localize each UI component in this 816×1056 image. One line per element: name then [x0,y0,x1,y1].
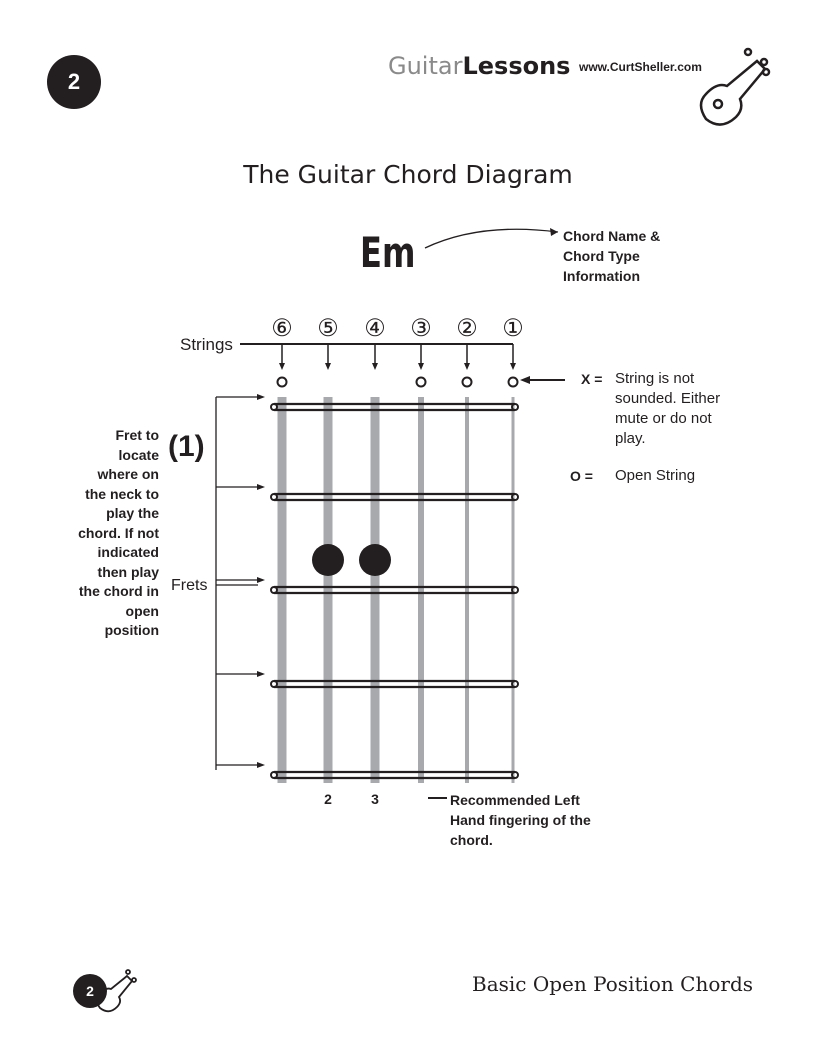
string-number: ③ [410,314,432,342]
arrowhead [257,484,265,490]
fret-end [511,771,519,779]
fret-end [511,403,519,411]
footer-book-title: Basic Open Position Chords [472,972,754,996]
fret-end [270,586,278,594]
x-description: String is not sounded. Either mute or do… [615,370,721,447]
string-6 [277,397,287,783]
brand-part2: Lessons [462,52,571,80]
fingering-note: Recommended Left Hand fingering of the c… [450,792,591,848]
string-number: ⑥ [271,314,293,342]
fret-end [270,403,278,411]
fret-end [511,493,519,501]
string-2 [465,397,469,783]
arrowhead [257,762,265,768]
arrowhead [257,671,265,677]
arrowhead [257,394,265,400]
string-number: ④ [364,314,386,342]
finger-dot [359,544,391,576]
open-string-icon [276,376,288,388]
chord-name-note: Chord Name & Chord Type Information [563,228,661,284]
string-5 [323,397,333,783]
o-symbol: O = [570,468,593,484]
arrowhead [257,577,265,583]
website-url: www.CurtSheller.com [579,60,702,74]
string-number: ⑤ [317,314,339,342]
fret-end [270,493,278,501]
open-string-icon [507,376,519,388]
string-3 [418,397,424,783]
o-description: Open String [615,467,696,484]
finger-dot [312,544,344,576]
fret-note: Fret to locate where on the neck to play… [78,427,159,638]
arrowhead [325,363,331,370]
fret-end [511,586,519,594]
x-symbol: X = [581,371,603,387]
arrowhead [372,363,378,370]
frets-label: Frets [171,577,208,594]
string-number: ① [502,314,524,342]
arrowhead [418,363,424,370]
finger-number: 2 [324,791,332,807]
chord-name: Em [360,228,416,277]
page-title: The Guitar Chord Diagram [243,160,573,189]
fret-end [270,680,278,688]
chord-name-arrow [424,228,559,249]
open-string-icon [461,376,473,388]
brand-part1: Guitar [388,52,463,80]
fret-number: (1) [168,430,205,463]
footer-guitar-icon [96,969,137,1013]
fret-end [511,680,519,688]
string-4 [370,397,380,783]
page-number-badge: 2 [47,55,101,109]
arrowhead [464,363,470,370]
strings-label: Strings [180,335,233,354]
open-string-icon [415,376,427,388]
brand-logo: GuitarLessons [388,52,570,80]
arrowhead [279,363,285,370]
string-number: ② [456,314,478,342]
fret-end [270,771,278,779]
guitar-icon [699,47,771,126]
finger-number: 3 [371,791,379,807]
arrowhead [510,363,516,370]
footer-page-number: 2 [73,974,107,1008]
